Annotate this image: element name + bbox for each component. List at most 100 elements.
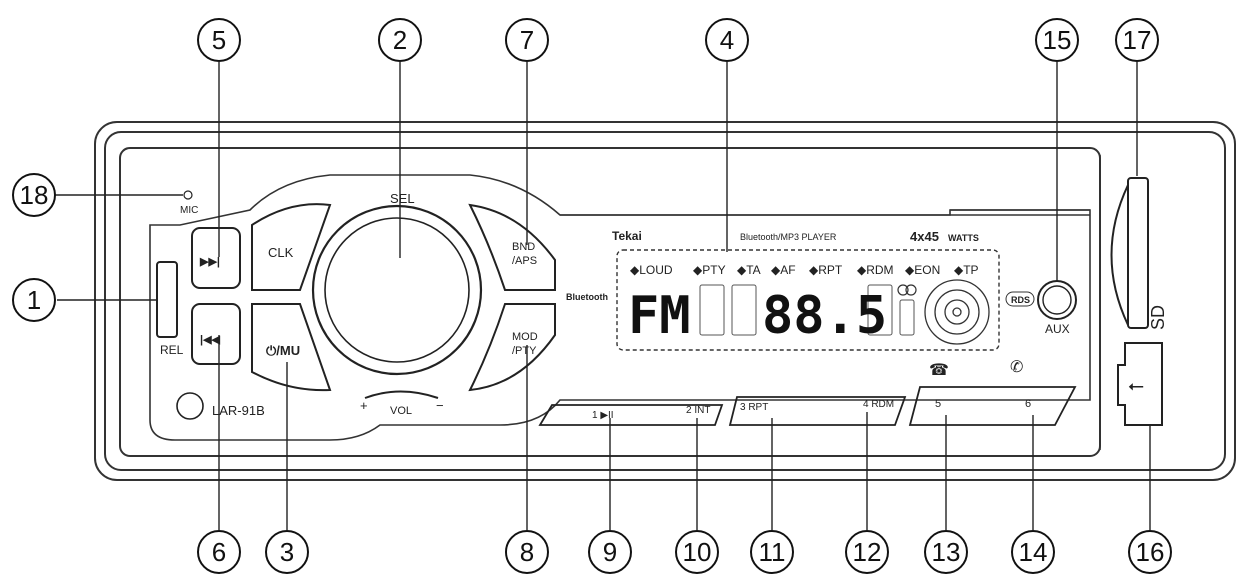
- leader-lines: [55, 62, 1151, 530]
- preset4-label: 4 RDM: [863, 399, 894, 410]
- callout-5: 5: [197, 18, 241, 62]
- power-mute-button[interactable]: ⏻/MU: [251, 303, 332, 392]
- mic-label: MIC: [180, 205, 198, 216]
- volume-minus: −: [436, 398, 444, 413]
- callout-15-number: 15: [1043, 25, 1072, 55]
- rds-badge: RDS: [1005, 291, 1035, 307]
- callout-9: 9: [588, 530, 632, 574]
- preset2-label: 2 INT: [686, 405, 710, 416]
- callout-11: 11: [750, 530, 794, 574]
- frequency-readout: 88.5: [762, 286, 887, 346]
- indicator-ta: ◆TA: [737, 263, 761, 277]
- mode-pty-button[interactable]: MOD /PTY: [468, 303, 556, 392]
- callout-7-number: 7: [520, 25, 534, 55]
- usb-port[interactable]: [1117, 342, 1163, 426]
- watts-unit: WATTS: [948, 233, 979, 243]
- model-label: LAR-91B: [212, 403, 265, 418]
- callout-18: 18: [12, 173, 56, 217]
- preset1-label: 1 ▶II: [592, 410, 614, 421]
- next-button[interactable]: ▶▶|: [191, 227, 241, 289]
- aux-jack[interactable]: [1037, 280, 1077, 320]
- callout-5-number: 5: [212, 25, 226, 55]
- callouts: 1 2 3 4 5 6 7 8 9 10 11 12 13 14 15 16 1…: [12, 18, 1172, 574]
- sd-label: SD: [1148, 305, 1168, 330]
- callout-10-number: 10: [683, 537, 712, 567]
- player-label: Bluetooth/MP3 PLAYER: [740, 232, 837, 242]
- callout-14-number: 14: [1019, 537, 1048, 567]
- callout-6: 6: [197, 530, 241, 574]
- call-icon: ✆: [1010, 359, 1023, 376]
- callout-14: 14: [1011, 530, 1055, 574]
- band-aps-button[interactable]: BND /APS: [468, 203, 556, 291]
- indicator-rpt: ◆RPT: [809, 263, 843, 277]
- callout-17-number: 17: [1123, 25, 1152, 55]
- callout-4: 4: [705, 18, 749, 62]
- preset6-label: 6: [1025, 398, 1031, 410]
- aux-label: AUX: [1045, 322, 1070, 336]
- callout-15: 15: [1035, 18, 1079, 62]
- callout-2: 2: [378, 18, 422, 62]
- callout-3: 3: [265, 530, 309, 574]
- prev-icon: |◀◀: [200, 334, 221, 346]
- bluetooth-label: Bluetooth: [566, 292, 608, 302]
- mic-hole: [183, 190, 193, 200]
- watts-label: 4x45: [910, 229, 939, 244]
- callout-13: 13: [924, 530, 968, 574]
- volume-label: VOL: [390, 405, 412, 417]
- disc-icon: [924, 279, 990, 345]
- callout-9-number: 9: [603, 537, 617, 567]
- callout-18-number: 18: [20, 180, 49, 210]
- callout-11-number: 11: [759, 537, 786, 567]
- stereo-icon: [897, 284, 917, 296]
- mode-label: MOD: [512, 331, 538, 343]
- release-label: REL: [160, 343, 184, 357]
- next-icon: ▶▶|: [199, 256, 220, 268]
- preset-button-1-2[interactable]: 1 ▶II 2 INT: [538, 404, 724, 426]
- select-label: SEL: [390, 191, 415, 206]
- power-mute-label: ⏻/MU: [266, 343, 300, 358]
- callout-7: 7: [505, 18, 549, 62]
- callout-2-number: 2: [393, 25, 407, 55]
- callout-16-number: 16: [1136, 537, 1165, 567]
- brand-label: Tekai: [612, 229, 642, 243]
- volume-knob[interactable]: [311, 204, 483, 376]
- callout-6-number: 6: [212, 537, 226, 567]
- callout-1-number: 1: [27, 285, 41, 315]
- clock-button[interactable]: CLK: [251, 203, 332, 291]
- pty-label: /PTY: [512, 345, 537, 357]
- lcd-display: ◆LOUD ◆PTY ◆TA ◆AF ◆RPT ◆RDM ◆EON ◆TP FM…: [616, 249, 1000, 351]
- prev-button[interactable]: |◀◀: [191, 303, 241, 365]
- callout-12: 12: [845, 530, 889, 574]
- callout-4-number: 4: [720, 25, 734, 55]
- callout-13-number: 13: [932, 537, 961, 567]
- preset-button-5-6[interactable]: 5 6: [908, 386, 1077, 426]
- indicator-tp: ◆TP: [954, 263, 979, 277]
- preset-button-3-4[interactable]: 3 RPT 4 RDM: [728, 396, 907, 426]
- volume-arc: [364, 390, 439, 399]
- usb-icon: ⭠: [1128, 375, 1144, 397]
- callout-10: 10: [675, 530, 719, 574]
- hangup-icon: ☎: [929, 362, 949, 379]
- callout-16: 16: [1128, 530, 1172, 574]
- band-readout: FM: [628, 286, 691, 346]
- indicator-row: ◆LOUD ◆PTY ◆TA ◆AF ◆RPT ◆RDM ◆EON ◆TP: [630, 263, 979, 277]
- indicator-eon: ◆EON: [905, 263, 940, 277]
- faceplate: [149, 174, 1091, 441]
- callout-12-number: 12: [853, 537, 882, 567]
- preset3-label: 3 RPT: [740, 402, 768, 413]
- aps-label: /APS: [512, 255, 537, 267]
- callout-8-number: 8: [520, 537, 534, 567]
- indicator-rdm: ◆RDM: [857, 263, 894, 277]
- indicator-pty: ◆PTY: [693, 263, 726, 277]
- sd-card-slot[interactable]: [1110, 177, 1149, 329]
- reset-hole[interactable]: [176, 392, 204, 420]
- clock-label: CLK: [268, 245, 294, 260]
- band-label: BND: [512, 241, 535, 253]
- segment-ghosts: [699, 284, 915, 336]
- callout-1: 1: [12, 278, 56, 322]
- indicator-af: ◆AF: [771, 263, 796, 277]
- callout-17: 17: [1115, 18, 1159, 62]
- release-button[interactable]: [156, 261, 178, 338]
